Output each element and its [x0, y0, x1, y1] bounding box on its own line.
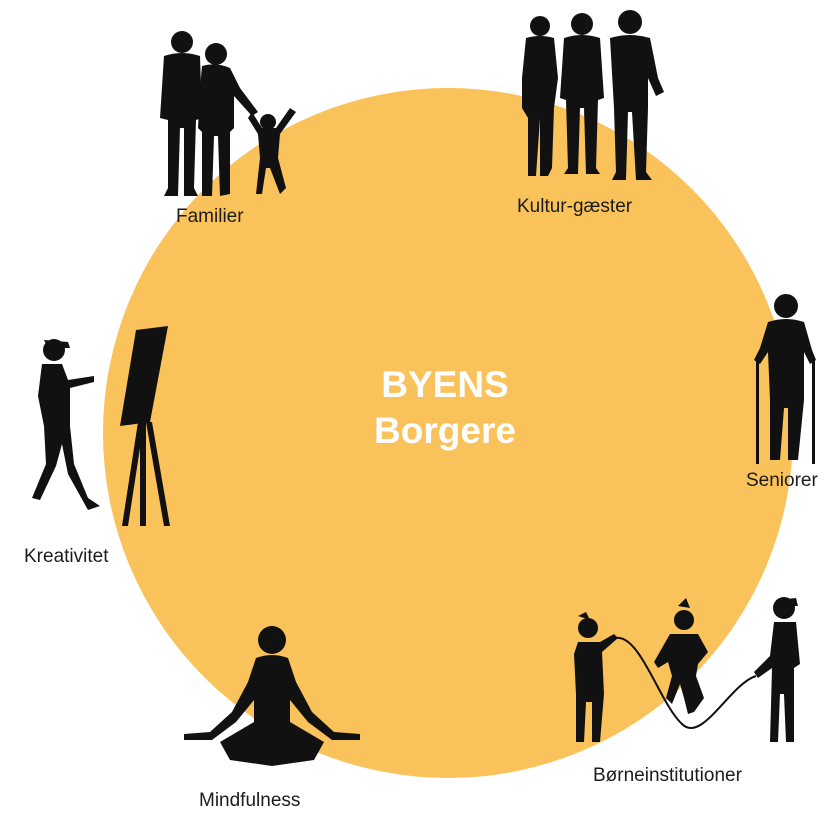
meditating-person-silhouette-icon	[184, 626, 360, 766]
painter-at-easel-silhouette-icon	[32, 326, 170, 526]
center-title-line1: BYENS	[381, 364, 509, 405]
culture-guests-silhouette-icon	[522, 10, 664, 180]
label-kultur-gaester: Kultur-gæster	[517, 196, 633, 217]
senior-with-crutches-silhouette-icon	[754, 294, 816, 464]
center-title: BYENS Borgere	[300, 362, 590, 455]
label-borneinstitutioner: Børneinstitutioner	[593, 765, 742, 786]
family-silhouette-icon	[160, 31, 296, 197]
center-title-line2: Borgere	[374, 410, 516, 452]
label-kreativitet: Kreativitet	[24, 546, 109, 567]
label-seniorer: Seniorer	[746, 470, 818, 491]
children-jumping-rope-silhouette-icon	[574, 597, 800, 742]
label-mindfulness: Mindfulness	[199, 790, 301, 811]
label-familier: Familier	[176, 206, 244, 227]
